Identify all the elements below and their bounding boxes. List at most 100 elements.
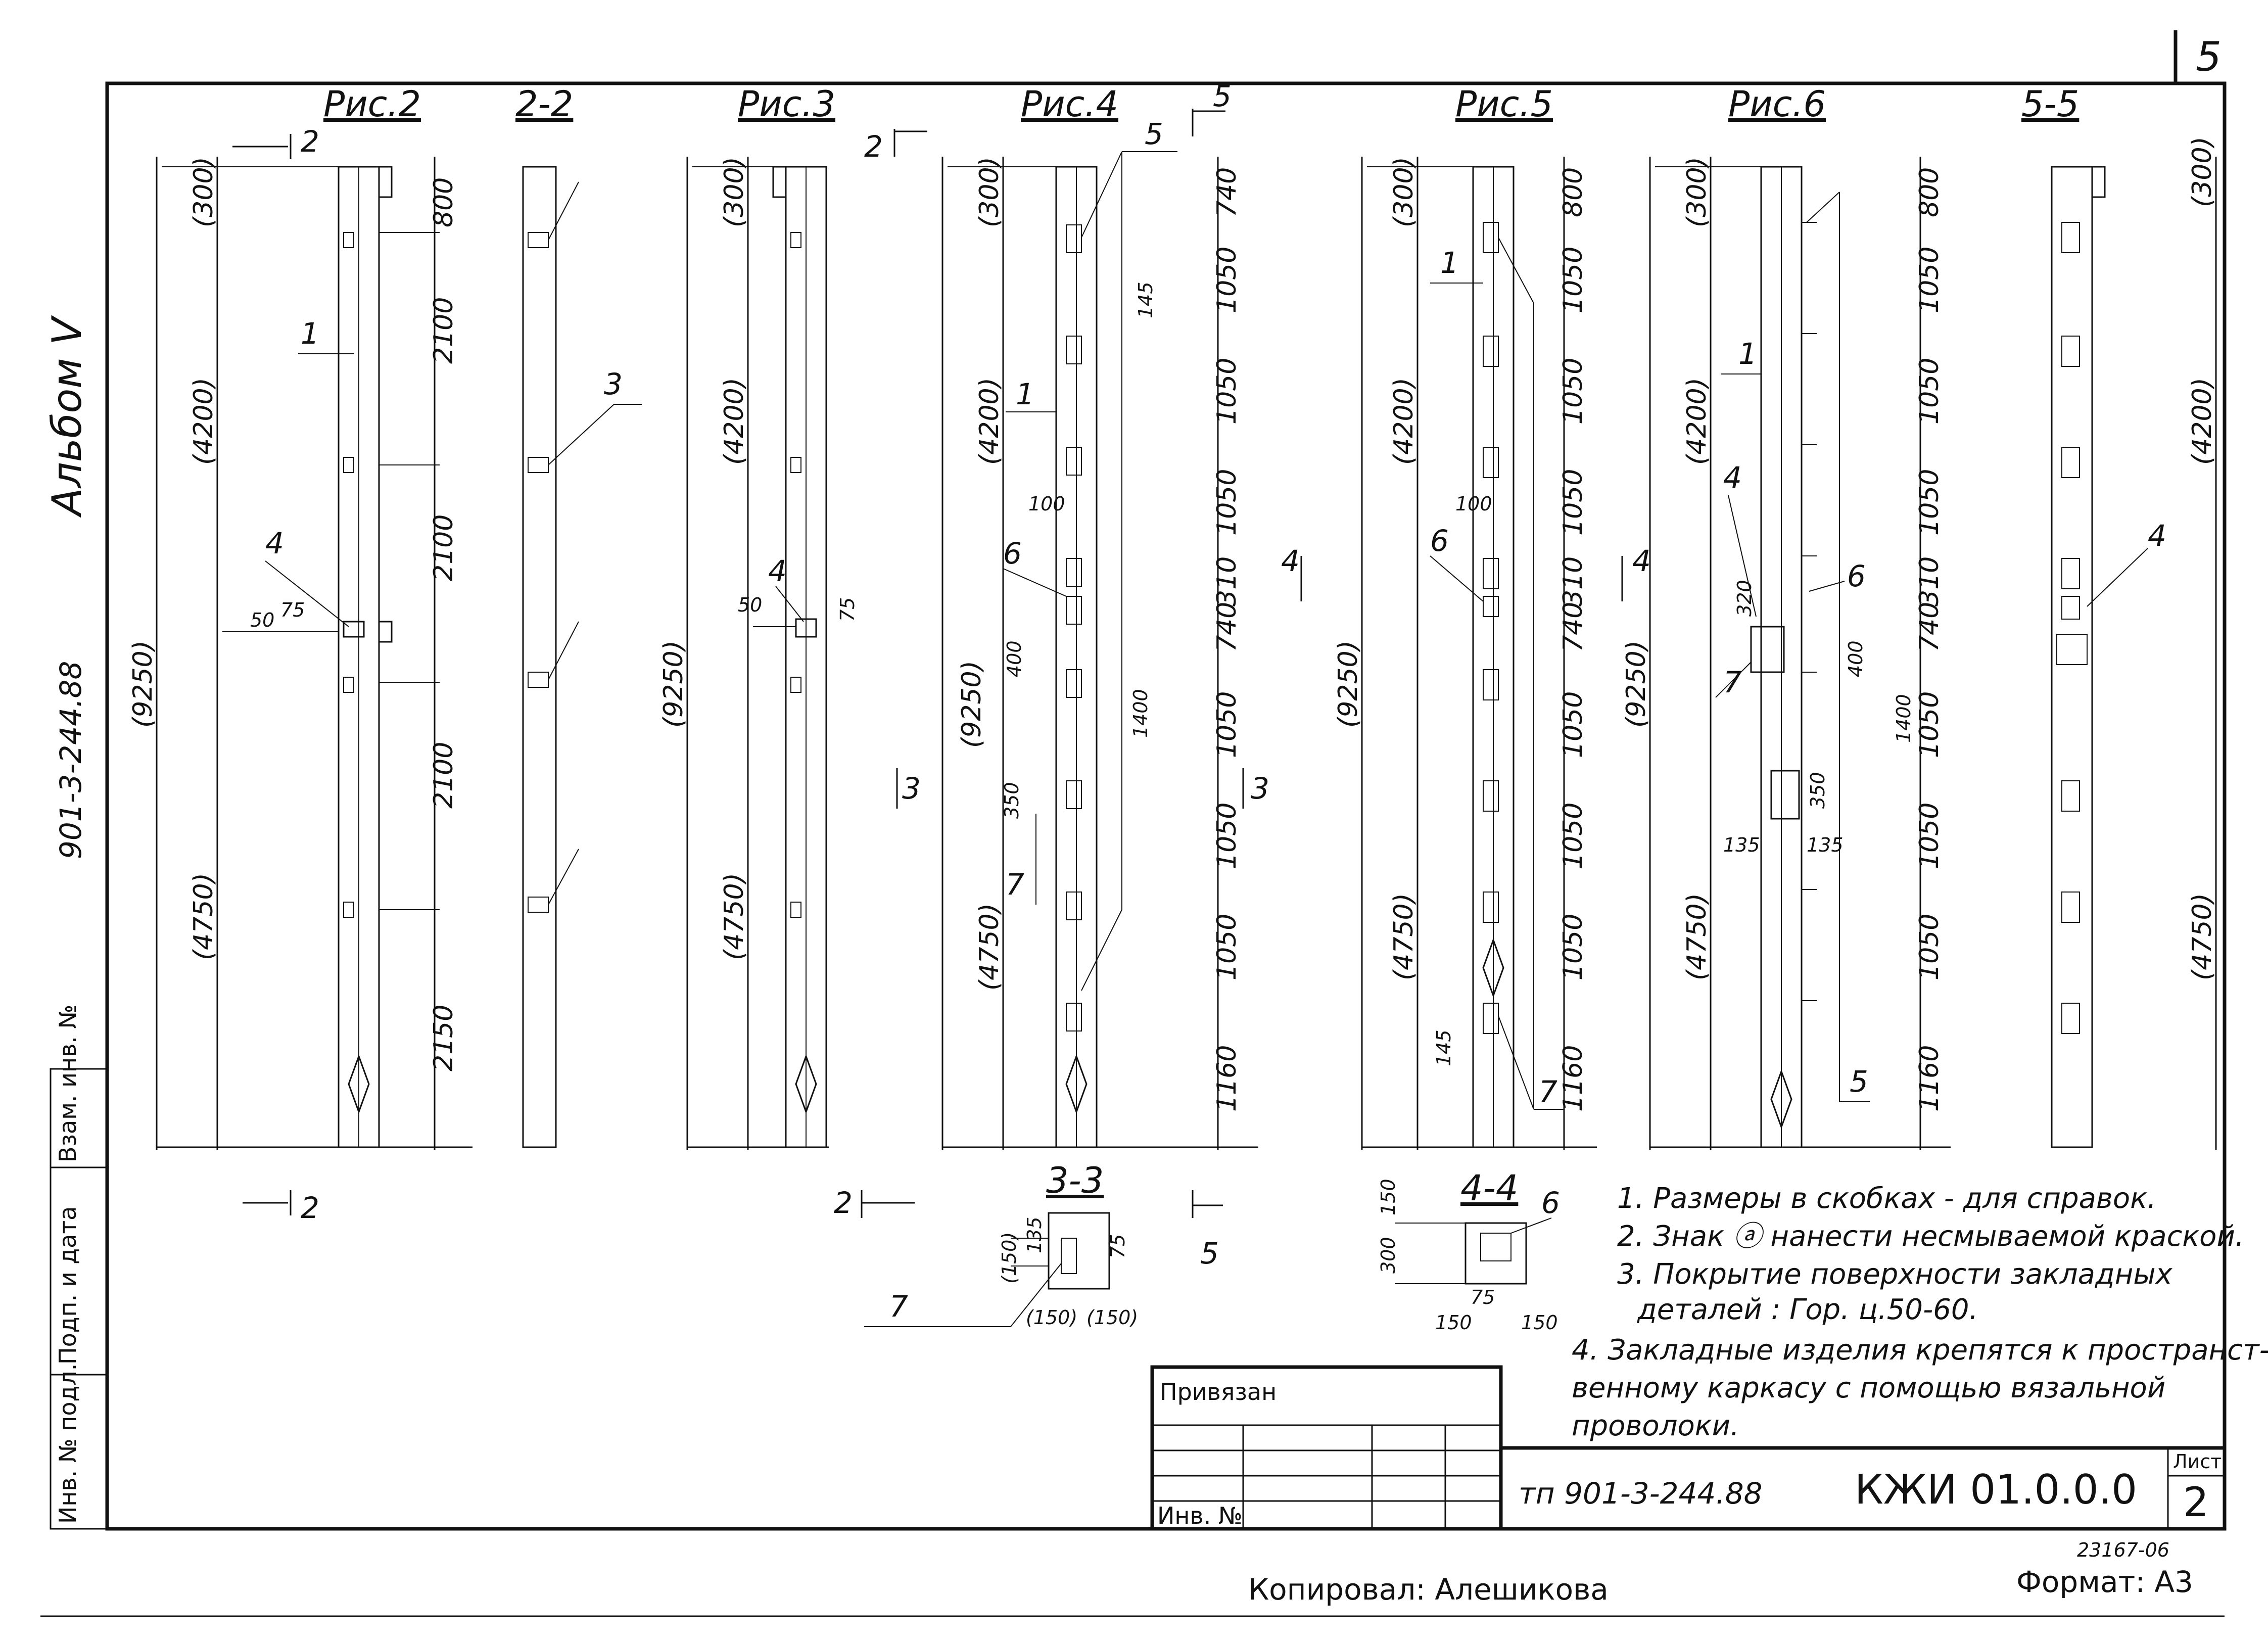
- figure-4: Рис.4 5 (300) (4200) (9250) (4750) 740 1…: [864, 79, 1269, 1150]
- svg-text:1050: 1050: [1212, 914, 1242, 980]
- album-label: Альбом Ⅴ: [43, 315, 90, 518]
- fig2-title: Рис.2: [323, 83, 421, 125]
- sec33-cut-5: 5: [1200, 1236, 1219, 1271]
- svg-text:(4200): (4200): [1682, 378, 1712, 465]
- note-3: 3. Покрытие поверхности закладных: [1617, 1258, 2173, 1291]
- svg-text:(4750): (4750): [719, 873, 749, 960]
- svg-text:(9250): (9250): [1621, 640, 1651, 728]
- svg-text:740: 740: [1212, 602, 1242, 652]
- svg-text:150: 150: [1521, 1311, 1558, 1334]
- svg-text:(4750): (4750): [2187, 893, 2217, 980]
- svg-text:75: 75: [280, 599, 305, 621]
- svg-text:135: 135: [1807, 834, 1844, 856]
- section-3-3: 3-3 (150) 135 75 (150) (150) 7 2 5: [834, 1160, 1223, 1329]
- svg-text:1400: 1400: [1129, 689, 1152, 738]
- svg-text:1050: 1050: [1212, 691, 1242, 758]
- svg-text:1050: 1050: [1212, 469, 1242, 536]
- svg-text:100: 100: [1455, 493, 1492, 515]
- svg-text:1050: 1050: [1558, 691, 1588, 758]
- svg-text:310: 310: [1914, 556, 1945, 606]
- stamp-list-number: 2: [2183, 1479, 2209, 1526]
- figure-2: Рис.2 (300) (4200) (9250) (4750) 800 210…: [128, 83, 472, 1225]
- fig2-seg-2: 2100: [429, 297, 459, 364]
- note-4b: венному каркасу с помощью вязальной: [1572, 1372, 2165, 1404]
- sec44-callout-6: 6: [1541, 1186, 1560, 1220]
- fig3-title: Рис.3: [738, 83, 835, 125]
- fig2-cut-bottom: 2: [301, 1191, 319, 1225]
- svg-text:1050: 1050: [1558, 803, 1588, 869]
- svg-text:1400: 1400: [1893, 694, 1915, 743]
- sec33-cut-2: 2: [834, 1186, 853, 1220]
- fig5-callout-7: 7: [1539, 1074, 1557, 1109]
- svg-text:(9250): (9250): [957, 661, 987, 748]
- svg-text:1050: 1050: [1212, 247, 1242, 313]
- svg-text:(4750): (4750): [1389, 893, 1419, 980]
- svg-text:(4750): (4750): [974, 903, 1005, 991]
- stamp-mark: КЖИ 01.0.0.0: [1855, 1466, 2137, 1513]
- svg-text:75: 75: [836, 597, 859, 622]
- sec44-title: 4-4: [1460, 1167, 1518, 1209]
- svg-text:(300): (300): [1389, 157, 1419, 227]
- svg-text:135: 135: [1023, 1216, 1046, 1253]
- fig5-cut-4-left: 4: [1281, 544, 1300, 578]
- section-4-4: 4-4 300 150 75 150 150 6: [1377, 1167, 1560, 1334]
- fig4-cut-3-right: 3: [1251, 771, 1269, 806]
- svg-text:1050: 1050: [1212, 803, 1242, 869]
- svg-text:150: 150: [1435, 1311, 1472, 1334]
- svg-text:150: 150: [1377, 1179, 1399, 1215]
- svg-text:75: 75: [1471, 1286, 1495, 1308]
- fig6-callout-6: 6: [1847, 559, 1866, 593]
- fig2-dim-top: (300): [188, 157, 219, 227]
- copied-by: Копировал: Алешикова: [1248, 1572, 1609, 1607]
- sec22-title: 2-2: [515, 83, 573, 125]
- svg-text:1050: 1050: [1914, 691, 1945, 758]
- fig2-seg-4: 2100: [429, 742, 459, 809]
- svg-text:1160: 1160: [1558, 1045, 1588, 1112]
- fig4-cut-2-top: 2: [864, 129, 883, 164]
- format: Формат: А3: [2016, 1565, 2193, 1599]
- figure-6: Рис.6 5 (300) (4200) (9250) (4750) 800 1…: [1621, 83, 1951, 1150]
- svg-text:350: 350: [1001, 782, 1023, 819]
- svg-text:310: 310: [1212, 556, 1242, 606]
- svg-text:145: 145: [1433, 1029, 1455, 1066]
- svg-text:310: 310: [1558, 556, 1588, 606]
- svg-text:1050: 1050: [1558, 247, 1588, 313]
- fig5-title: Рис.5: [1455, 83, 1553, 125]
- sec55-callout-4: 4: [2148, 519, 2166, 553]
- note-4c: проволоки.: [1572, 1410, 1739, 1442]
- svg-text:(9250): (9250): [1333, 640, 1363, 728]
- fig4-callout-6: 6: [1003, 536, 1022, 571]
- fig2-seg-1: 800: [429, 177, 459, 227]
- sheet-number: 5: [2196, 33, 2222, 80]
- svg-text:(4750): (4750): [1682, 893, 1712, 980]
- fig2-seg-5: 2150: [429, 1005, 459, 1071]
- svg-text:1050: 1050: [1212, 358, 1242, 425]
- svg-text:800: 800: [1914, 167, 1945, 217]
- svg-text:100: 100: [1028, 493, 1065, 515]
- svg-text:(300): (300): [719, 157, 749, 227]
- svg-text:1160: 1160: [1212, 1045, 1242, 1112]
- svg-text:(150): (150): [1026, 1306, 1077, 1329]
- svg-text:740: 740: [1558, 602, 1588, 652]
- svg-text:1050: 1050: [1914, 469, 1945, 536]
- svg-text:740: 740: [1212, 167, 1242, 217]
- svg-text:50: 50: [738, 594, 762, 616]
- strip-inv-podl: Инв. № подл.: [54, 1364, 81, 1524]
- fig4-callout-5: 5: [1145, 117, 1163, 151]
- stamp-privyazan: Привязан: [1160, 1378, 1277, 1405]
- fig4-callout-1: 1: [1016, 377, 1034, 411]
- svg-text:300: 300: [1377, 1237, 1399, 1274]
- note-2: 2. Знак ⓐ нанести несмываемой краской.: [1617, 1220, 2244, 1253]
- svg-text:(150): (150): [1086, 1306, 1138, 1329]
- svg-text:740: 740: [1914, 602, 1945, 652]
- strip-vzam-inv: Взам. инв. №: [54, 1005, 81, 1162]
- svg-text:1050: 1050: [1914, 914, 1945, 980]
- svg-text:145: 145: [1135, 282, 1157, 318]
- reg-number: 23167-06: [2077, 1539, 2169, 1561]
- note-4: 4. Закладные изделия крепятся к простран…: [1572, 1334, 2268, 1367]
- svg-text:(9250): (9250): [658, 640, 689, 728]
- stamp-list-label: Лист: [2173, 1450, 2222, 1473]
- fig2-dim-lower: (4750): [188, 873, 219, 960]
- figure-3: Рис.3 (300) (4200) (9250) (4750) 50 75 4: [658, 83, 859, 1150]
- sec55-title: 5-5: [2021, 83, 2079, 125]
